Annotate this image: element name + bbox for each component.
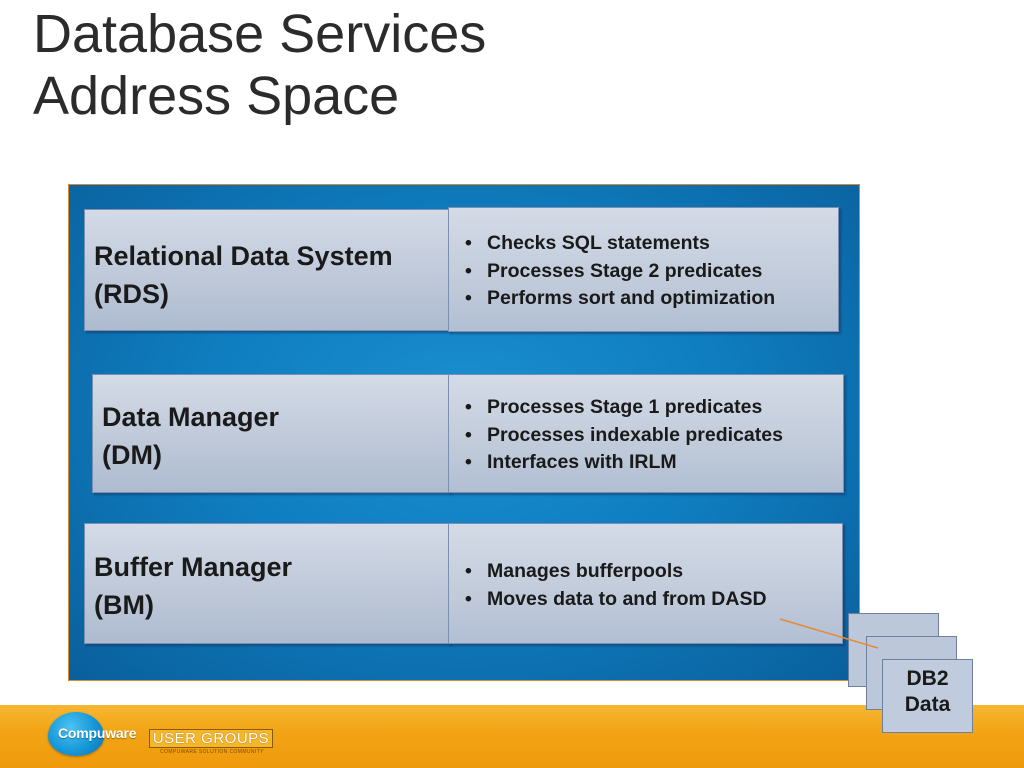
bm-duties-list: Manages bufferpools Moves data to and fr…: [463, 558, 767, 613]
dm-component-box: Data Manager (DM): [92, 374, 450, 493]
bm-duties-box: Manages bufferpools Moves data to and fr…: [448, 523, 843, 644]
db2-data-label: DB2 Data: [883, 666, 972, 718]
rds-duties-list: Checks SQL statements Processes Stage 2 …: [463, 230, 775, 313]
user-groups-logo: USER GROUPS: [149, 729, 273, 748]
dm-duty-item: Processes indexable predicates: [463, 422, 783, 450]
user-groups-tagline: COMPUWARE SOLUTION COMMUNITY: [160, 749, 264, 755]
bm-name-line-1: Buffer Manager: [94, 552, 293, 582]
compuware-logo-text: Compuware: [58, 725, 137, 741]
db2-data-label-line-1: DB2: [906, 667, 949, 690]
bm-duty-item: Manages bufferpools: [463, 558, 767, 586]
slide-title-line-1: Database Services: [33, 4, 487, 64]
rds-component-box: Relational Data System (RDS): [84, 209, 450, 331]
rds-duty-item: Processes Stage 2 predicates: [463, 258, 775, 286]
dm-name: Data Manager (DM): [102, 398, 279, 474]
slide-title: Database Services Address Space: [33, 3, 486, 127]
dm-name-line-2: (DM): [102, 440, 162, 470]
dm-duty-item: Interfaces with IRLM: [463, 449, 783, 477]
db2-data-sheet-front: DB2 Data: [882, 659, 973, 733]
bm-name: Buffer Manager (BM): [94, 548, 292, 624]
rds-duty-item: Checks SQL statements: [463, 230, 775, 258]
bm-component-box: Buffer Manager (BM): [84, 523, 450, 644]
rds-duty-item: Performs sort and optimization: [463, 285, 775, 313]
compuware-logo-icon: [48, 712, 104, 756]
db2-data-label-line-2: Data: [904, 693, 951, 716]
rds-name-line-2: (RDS): [94, 279, 169, 309]
bm-name-line-2: (BM): [94, 590, 154, 620]
rds-duties-box: Checks SQL statements Processes Stage 2 …: [448, 207, 839, 332]
dm-duties-box: Processes Stage 1 predicates Processes i…: [448, 374, 844, 493]
dm-duties-list: Processes Stage 1 predicates Processes i…: [463, 394, 783, 477]
slide-title-line-2: Address Space: [33, 66, 400, 126]
rds-name-line-1: Relational Data System: [94, 241, 393, 271]
bm-duty-item: Moves data to and from DASD: [463, 586, 767, 614]
rds-name: Relational Data System (RDS): [94, 237, 393, 313]
dm-name-line-1: Data Manager: [102, 402, 280, 432]
dm-duty-item: Processes Stage 1 predicates: [463, 394, 783, 422]
